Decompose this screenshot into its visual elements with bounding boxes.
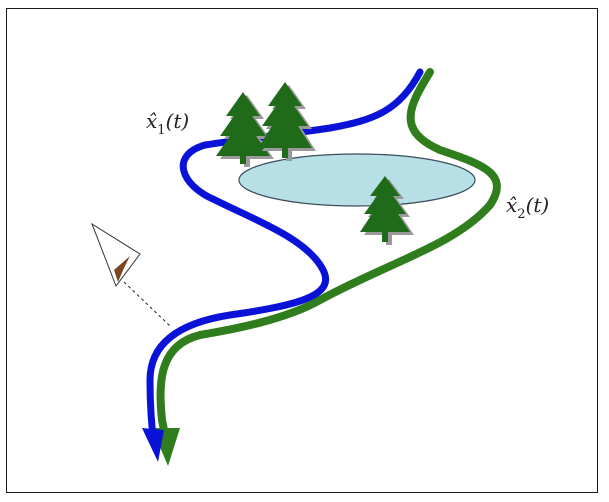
path-2-line [156,68,501,444]
lake [238,153,476,207]
path-1-line [146,68,424,449]
path-2-label: x̂2(t) [506,193,549,222]
tree-1 [216,92,274,167]
tree-2 [258,82,316,161]
path-1-label: x̂1(t) [146,109,189,138]
path-1-arrowhead [142,428,164,462]
sensor-cone [90,222,141,288]
sensor-sightline [123,281,171,327]
tree-3 [360,176,414,245]
